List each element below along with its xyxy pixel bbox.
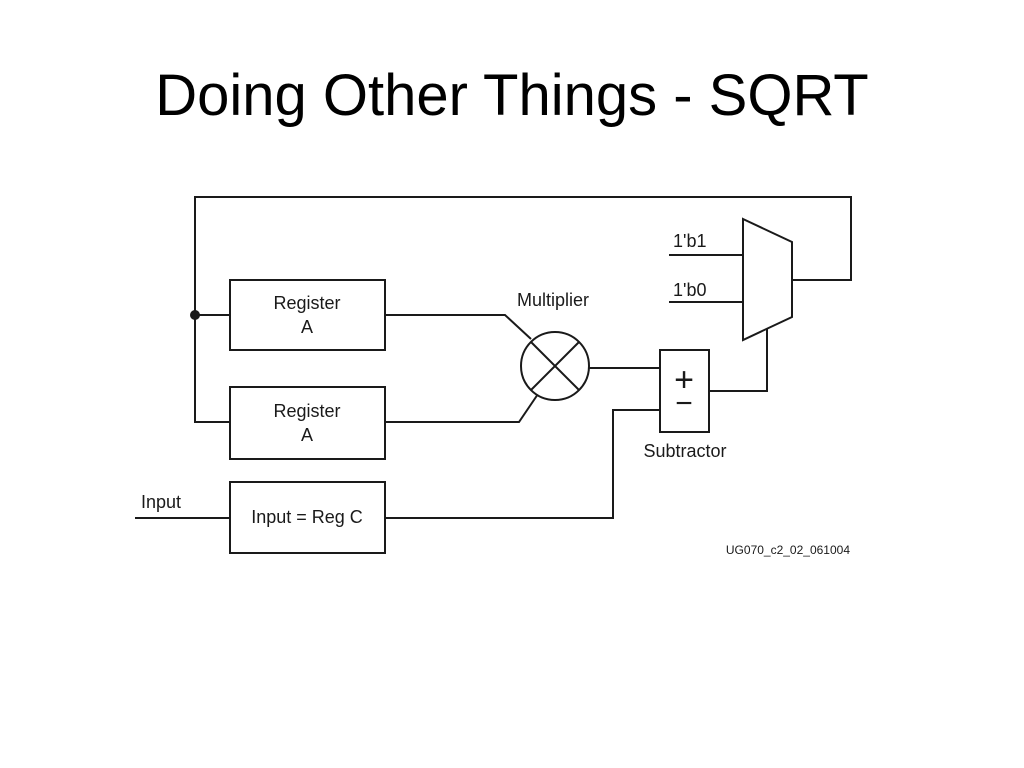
register-bottom-label-line2: A — [301, 425, 313, 445]
subtractor-box — [659, 349, 710, 433]
register-bottom-to-multiplier-wire — [385, 393, 539, 423]
input-reg-to-subtractor-wire — [385, 409, 660, 519]
subtractor-label: Subtractor — [643, 441, 726, 461]
feedback-wire — [194, 196, 852, 423]
subtractor-to-mux-select-wire — [709, 328, 768, 392]
input-reg-c-label: Input = Reg C — [251, 507, 363, 527]
mux-input-0-label: 1'b0 — [673, 280, 706, 300]
input-label: Input — [141, 492, 181, 512]
register-bottom-label-line1: Register — [273, 401, 340, 421]
subtractor-minus-symbol: − — [675, 387, 693, 420]
register-a-top — [229, 279, 386, 351]
multiplexer — [742, 217, 793, 342]
multiplier-label: Multiplier — [517, 290, 589, 310]
register-top-to-multiplier-wire — [385, 314, 532, 340]
multiplier-x-stroke-2 — [530, 341, 580, 391]
register-top-label-line1: Register — [273, 293, 340, 313]
subtractor-plus-symbol: + — [674, 361, 694, 399]
slide-title: Doing Other Things - SQRT — [155, 63, 869, 128]
input-reg-c-box — [229, 481, 386, 554]
figure-id: UG070_c2_02_061004 — [726, 543, 850, 557]
register-a-bottom — [229, 386, 386, 460]
register-top-label-line2: A — [301, 317, 313, 337]
mux-input-1-label: 1'b1 — [673, 231, 706, 251]
junction-dot — [190, 310, 200, 320]
